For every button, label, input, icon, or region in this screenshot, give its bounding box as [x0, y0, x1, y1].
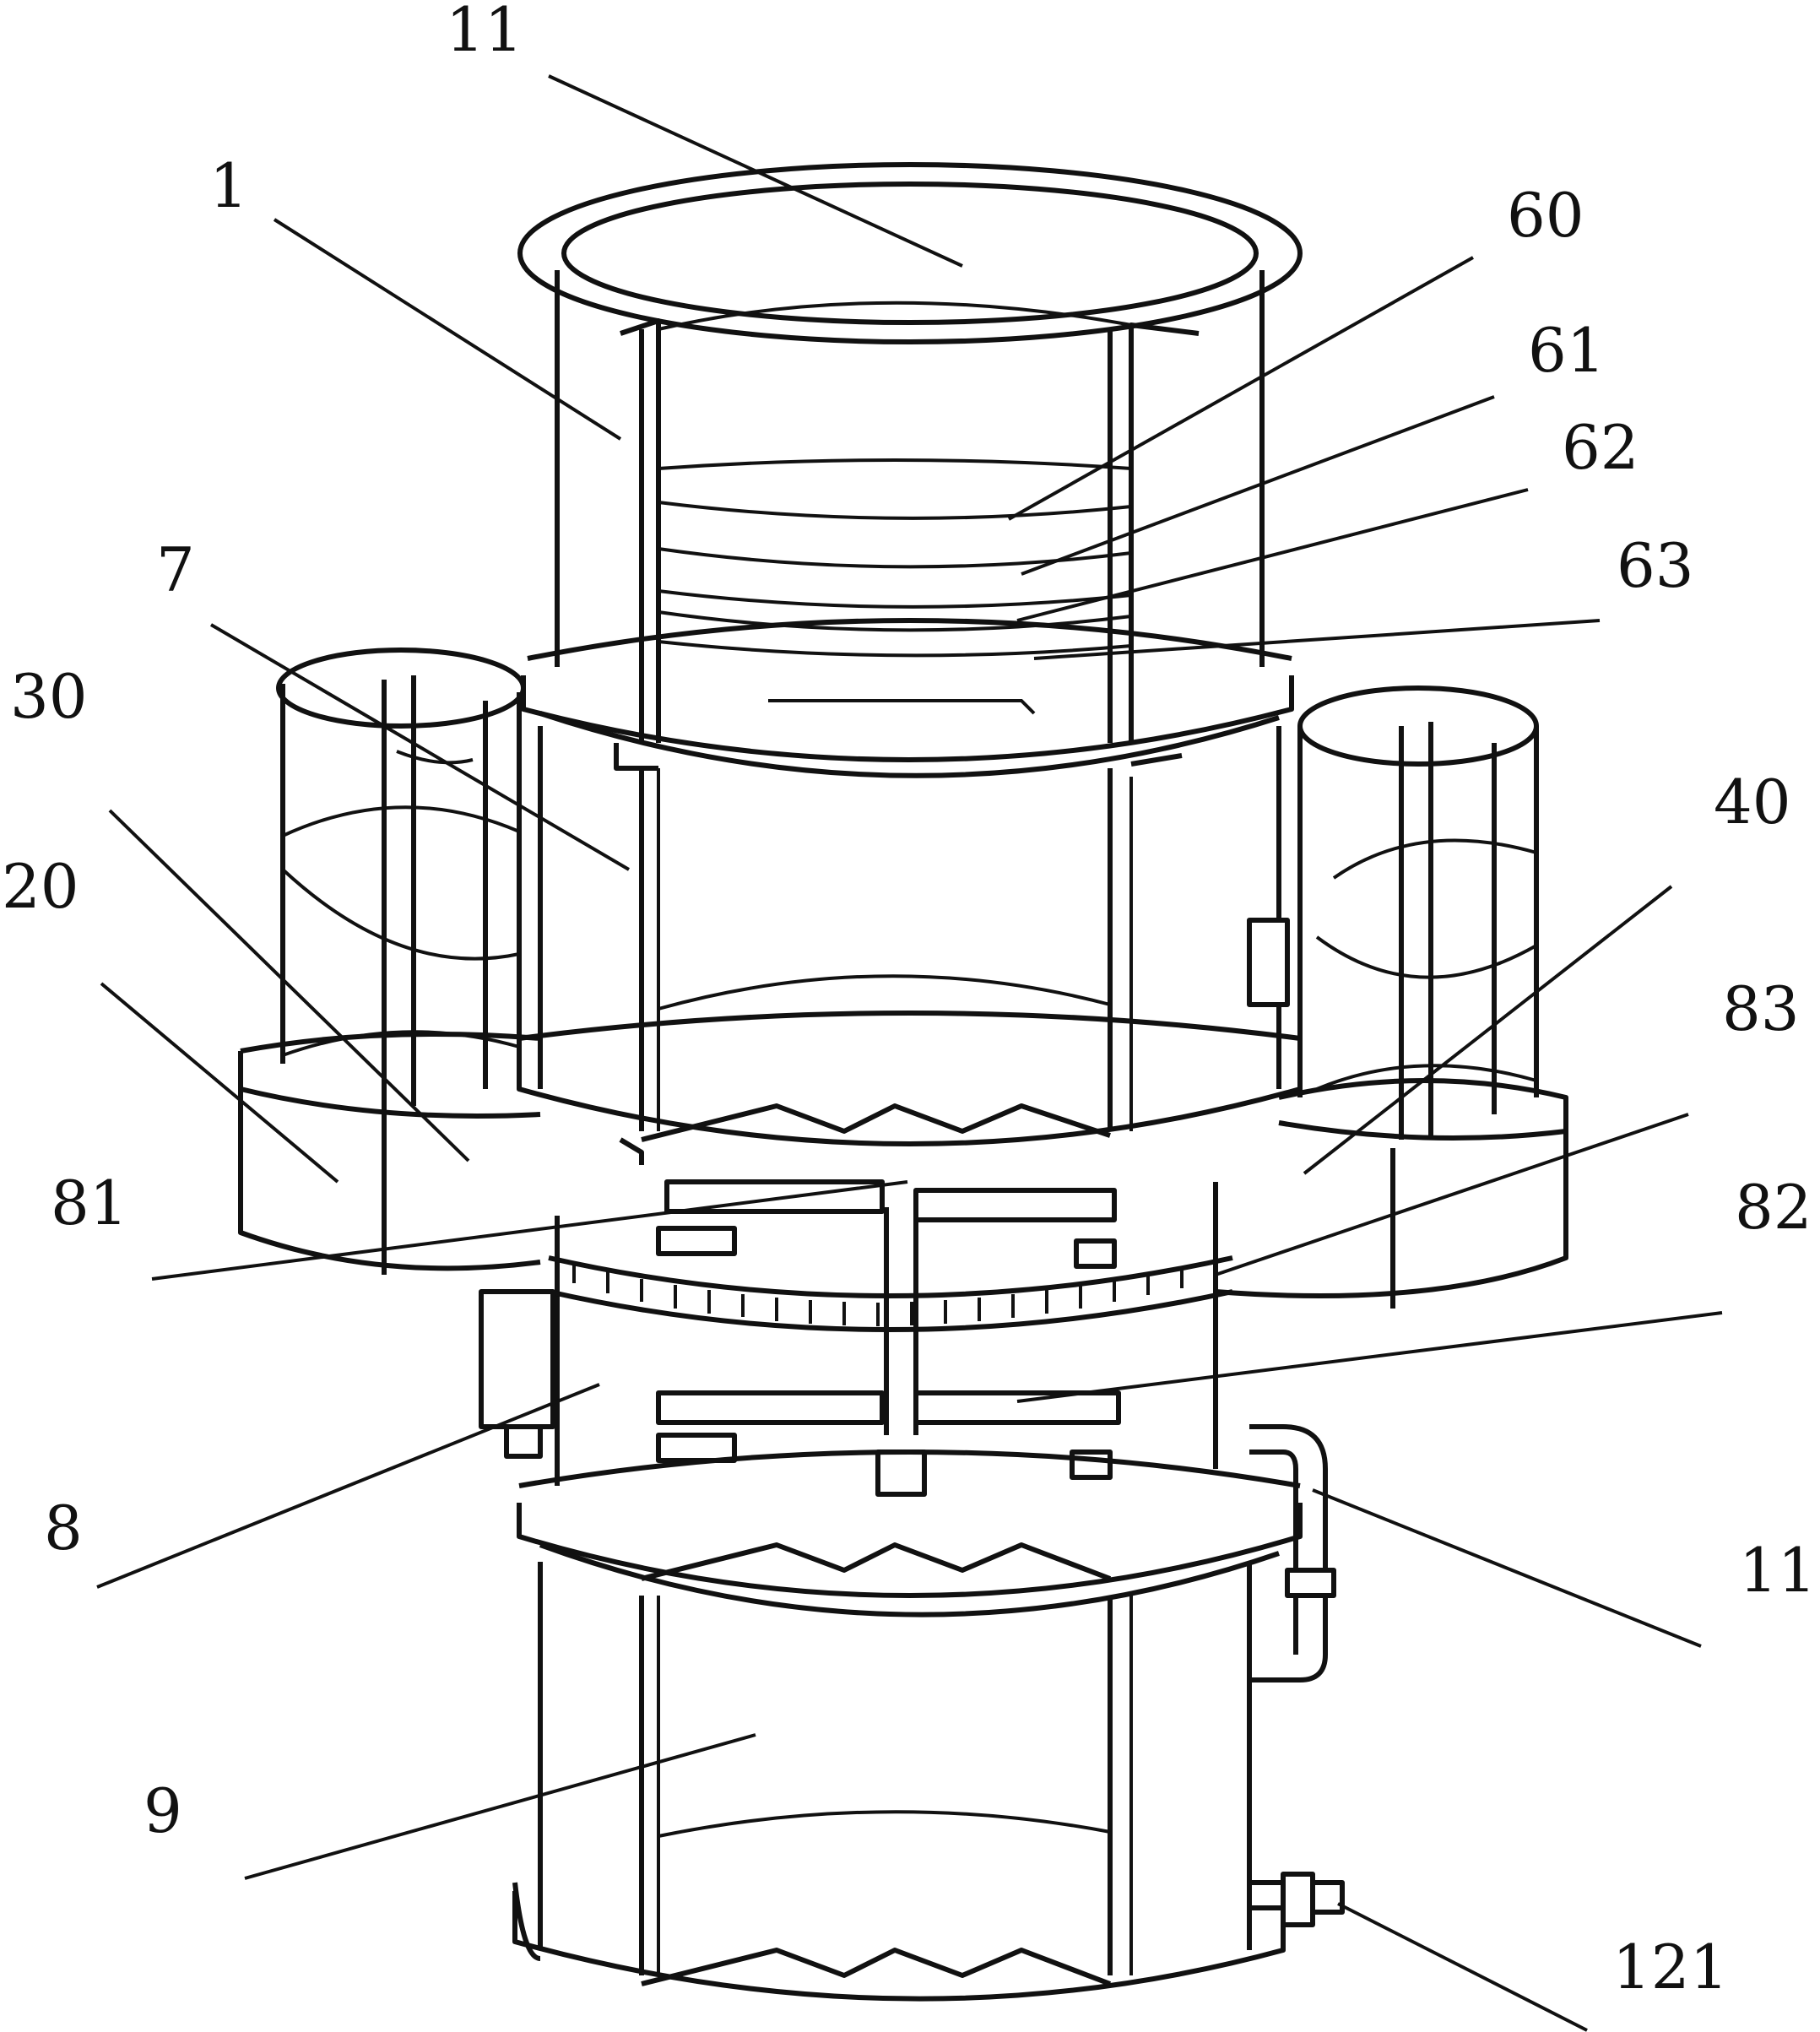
- label-82: 82: [1735, 1172, 1812, 1243]
- lower-tube: [512, 1562, 1286, 2002]
- leader-61: [1021, 395, 1495, 576]
- leader-lines: [96, 74, 1723, 2032]
- lower-flange: [517, 1449, 1303, 1617]
- leader-40: [1303, 885, 1673, 1175]
- leader-81: [151, 1180, 908, 1281]
- label-9: 9: [144, 1775, 182, 1846]
- label-62: 62: [1562, 412, 1639, 483]
- leader-63: [1033, 619, 1601, 660]
- upper-flange: [521, 618, 1294, 778]
- label-30: 30: [10, 661, 88, 732]
- right-side-unit: [1215, 685, 1568, 1309]
- upper-tube: [517, 162, 1303, 743]
- apparatus-drawing: [238, 162, 1568, 2002]
- leader-20: [100, 982, 339, 1184]
- label-right-11: 11: [1739, 1535, 1817, 1606]
- leader-top-11: [548, 74, 963, 268]
- label-top-11: 11: [446, 0, 523, 65]
- leader-8: [96, 1383, 600, 1589]
- label-83: 83: [1722, 973, 1800, 1044]
- drive-region: [479, 1179, 1233, 1497]
- leader-60: [1008, 256, 1474, 521]
- middle-tube: [538, 726, 1281, 1131]
- middle-flange: [517, 1011, 1303, 1165]
- leader-83: [1215, 1113, 1689, 1276]
- leader-82: [1016, 1311, 1723, 1403]
- leader-30: [108, 809, 470, 1162]
- label-7: 7: [156, 534, 195, 605]
- label-8: 8: [44, 1493, 83, 1563]
- label-63: 63: [1617, 530, 1694, 601]
- label-81: 81: [51, 1168, 128, 1238]
- leader-9: [244, 1733, 756, 1880]
- label-40: 40: [1714, 767, 1791, 837]
- label-61: 61: [1528, 315, 1606, 386]
- leader-right-11: [1312, 1488, 1702, 1648]
- leader-1: [273, 218, 622, 441]
- label-121: 121: [1612, 1932, 1728, 2002]
- leader-62: [1016, 488, 1529, 622]
- external-pipe: [1249, 1424, 1345, 1927]
- left-side-unit: [238, 648, 541, 1275]
- label-20: 20: [2, 851, 79, 922]
- leader-121: [1337, 1902, 1588, 2032]
- label-1: 1: [209, 150, 248, 221]
- leader-7: [209, 623, 631, 871]
- label-60: 60: [1507, 180, 1584, 251]
